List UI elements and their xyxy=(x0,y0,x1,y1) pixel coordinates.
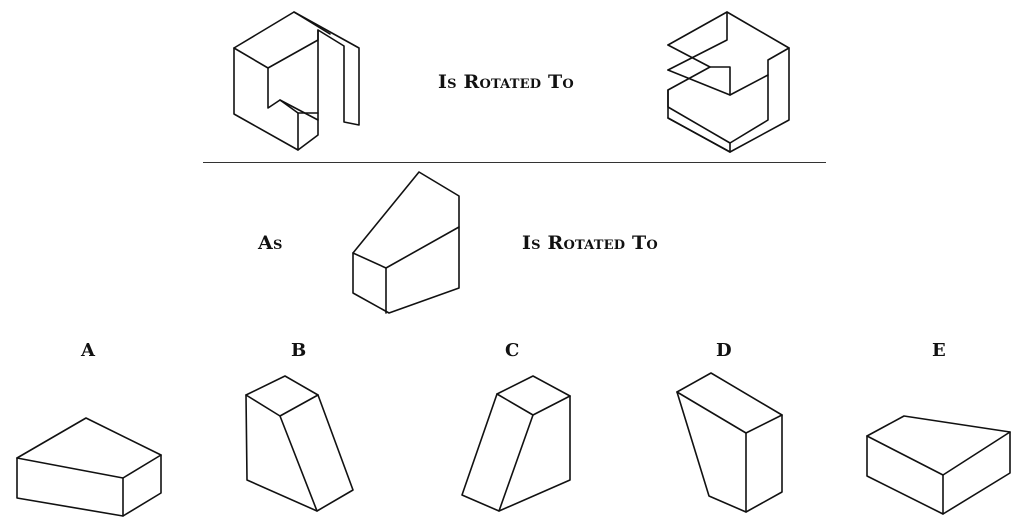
option-e-shape[interactable] xyxy=(866,415,1011,515)
bottom-rotated-label: Is Rotated To xyxy=(522,232,658,254)
option-label-d[interactable]: D xyxy=(716,340,732,361)
option-label-b[interactable]: B xyxy=(291,340,307,361)
option-a-shape[interactable] xyxy=(16,417,162,517)
as-label: As xyxy=(258,232,283,254)
option-label-e[interactable]: E xyxy=(932,340,946,361)
divider-line xyxy=(203,162,826,163)
c-block-original xyxy=(233,11,360,151)
option-label-c[interactable]: C xyxy=(505,340,520,361)
c-block-rotated xyxy=(667,11,790,153)
wedge-reference xyxy=(352,171,460,314)
top-rotated-label: Is Rotated To xyxy=(438,71,574,93)
option-c-shape[interactable] xyxy=(461,375,571,512)
option-label-a[interactable]: A xyxy=(81,340,95,361)
option-b-shape[interactable] xyxy=(245,375,354,512)
option-d-shape[interactable] xyxy=(676,372,783,513)
